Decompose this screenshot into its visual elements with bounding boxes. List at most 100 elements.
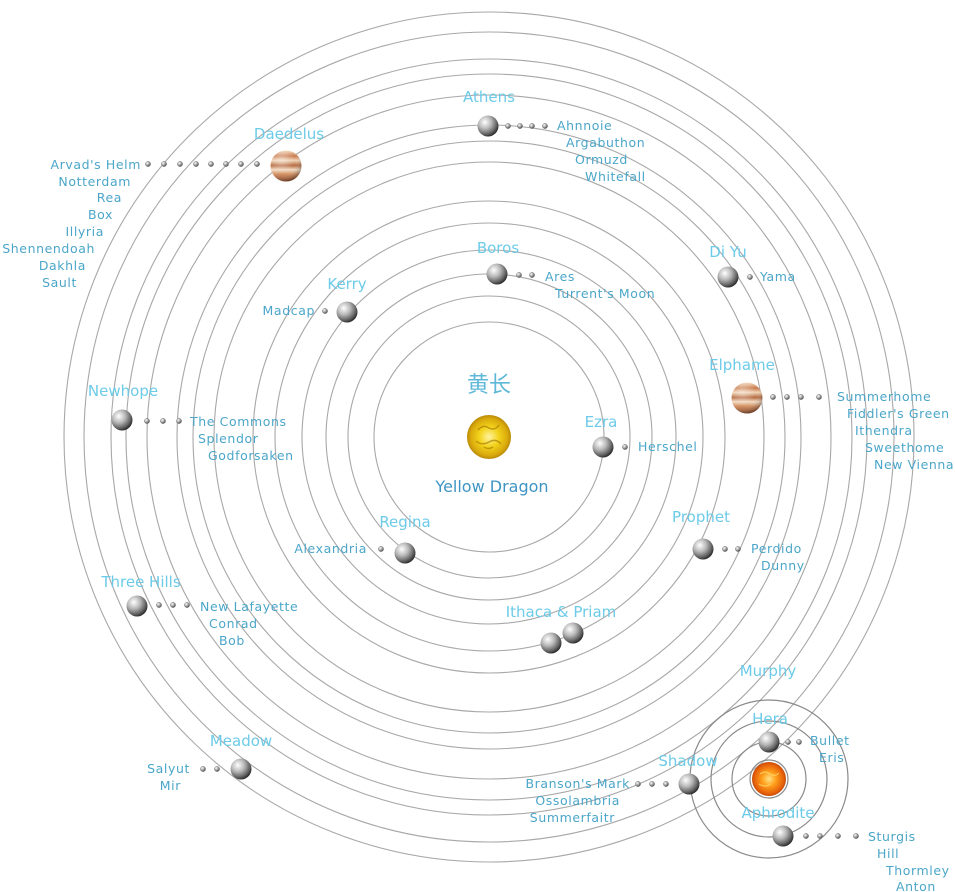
star-name: Yellow Dragon [434,477,548,496]
moon-name: Summerfaitr [530,810,615,825]
rocky-planet-icon [486,263,508,285]
rocky-planet-icon [394,542,416,564]
moon-name: Box [88,207,113,222]
moon-dot-icon [853,833,859,839]
moon-name: Rea [97,190,122,205]
moon-dot-icon [529,123,535,129]
moon-name: Dunny [761,558,805,573]
rocky-planet-icon [592,436,614,458]
planet-boros: Boros Ares Turrent's Moon [477,239,655,301]
orbit-meadow [83,31,895,843]
moon-name: Ithendra [855,423,913,438]
planet-shadow: Shadow Branson's Mark Ossolambria Summer… [525,752,717,825]
moon-name: Branson's Mark [525,776,630,791]
moon-dot-icon [622,444,628,450]
orbit-diyu [213,161,765,713]
rocky-planet-icon [678,773,700,795]
moon-name: Sturgis [868,829,916,844]
planet-name: Ezra [585,413,618,431]
moon-name: Mir [160,778,181,793]
moon-dot-icon [517,123,523,129]
moon-name: Madcap [263,303,315,318]
moon-name: Ares [545,269,575,284]
moon-dot-icon [161,161,167,167]
moon-dot-icon [505,123,511,129]
moon-name: Thormley [885,863,950,878]
orbit-kerry [301,249,677,625]
moon-dot-icon [176,418,182,424]
moon-name: Ossolambria [535,793,620,808]
moon-dot-icon [214,766,220,772]
moon-name: Notterdam [58,174,131,189]
yellow-star-icon [467,415,511,459]
moon-name: Salyut [147,761,190,776]
planet-regina: Regina Alexandria [294,513,431,564]
moon-name: Hill [877,846,899,861]
rocky-planet-icon [758,731,780,753]
orbit-prophet [274,222,704,652]
moon-dot-icon [798,394,804,400]
moon-dot-icon [747,274,753,280]
moon-name: Sault [42,275,77,290]
orbit-daedelus [125,73,853,801]
planet-aphrodite-outer: Sturgis Hill Thormley Anton [772,825,950,892]
moon-name: Splendor [198,431,259,446]
moon-name: Anton [896,879,936,892]
moon-dot-icon [635,781,641,787]
planet-name: Athens [463,88,515,106]
moon-name: Bob [219,633,245,648]
planet-name: Boros [477,239,519,257]
moon-name: New Lafayette [200,599,298,614]
gas-giant-icon [270,150,302,182]
orange-star-icon [752,762,786,796]
moon-dot-icon [200,766,206,772]
planet-diyu: Di Yu Yama [709,243,795,288]
moon-name: Herschel [638,439,698,454]
planet-murphy: Murphy [740,662,797,680]
rocky-planet-icon [540,632,562,654]
orbit-newhope [146,94,832,780]
moon-dot-icon [649,781,655,787]
companion-star: Aphrodite [741,762,815,822]
moon-dot-icon [817,833,823,839]
moon-name: Dakhla [39,258,86,273]
moon-dot-icon [770,394,776,400]
moon-dot-icon [170,602,176,608]
planet-three-hills: Three Hills New Lafayette Conrad Bob [100,573,298,648]
moon-dot-icon [722,546,728,552]
moon-dot-icon [785,739,791,745]
orbit-regina [347,295,631,579]
planet-name: Three Hills [100,573,181,591]
moon-name: Shennendoah [2,241,95,256]
moon-dot-icon [542,123,548,129]
planet-meadow: Meadow Salyut Mir [147,732,272,793]
gas-giant-icon [731,382,763,414]
moon-name: Sweethome [865,440,944,455]
moon-dot-icon [223,161,229,167]
planet-name: Di Yu [709,243,746,261]
planet-elphame: Elphame Summerhome Fiddler's Green Ithen… [709,356,953,472]
planet-prophet: Prophet Perdido Dunny [672,508,805,573]
moon-dot-icon [184,602,190,608]
moon-dot-icon [529,272,535,278]
moon-dot-icon [208,161,214,167]
moon-name: Eris [819,750,844,765]
planet-name: Murphy [740,662,797,680]
planet-name: Newhope [88,382,158,400]
planet-name: Prophet [672,508,730,526]
moon-dot-icon [254,161,260,167]
moon-name: Godforsaken [208,448,294,463]
moon-name: The Commons [189,414,287,429]
moon-name: Argabuthon [566,135,645,150]
rocky-planet-icon [336,301,358,323]
orbit-aphrodite-planet [710,720,828,838]
planet-name: Ithaca & Priam [506,603,617,621]
orbit-three-hills [110,58,868,816]
moon-dot-icon [145,161,151,167]
moon-name: Whitefall [585,169,646,184]
rocky-planet-icon [111,409,133,431]
moon-dot-icon [177,161,183,167]
moon-dot-icon [193,161,199,167]
rocky-planet-icon [477,115,499,137]
planet-athens: Athens Ahnnoie Argabuthon Ormuzd Whitefa… [463,88,646,184]
